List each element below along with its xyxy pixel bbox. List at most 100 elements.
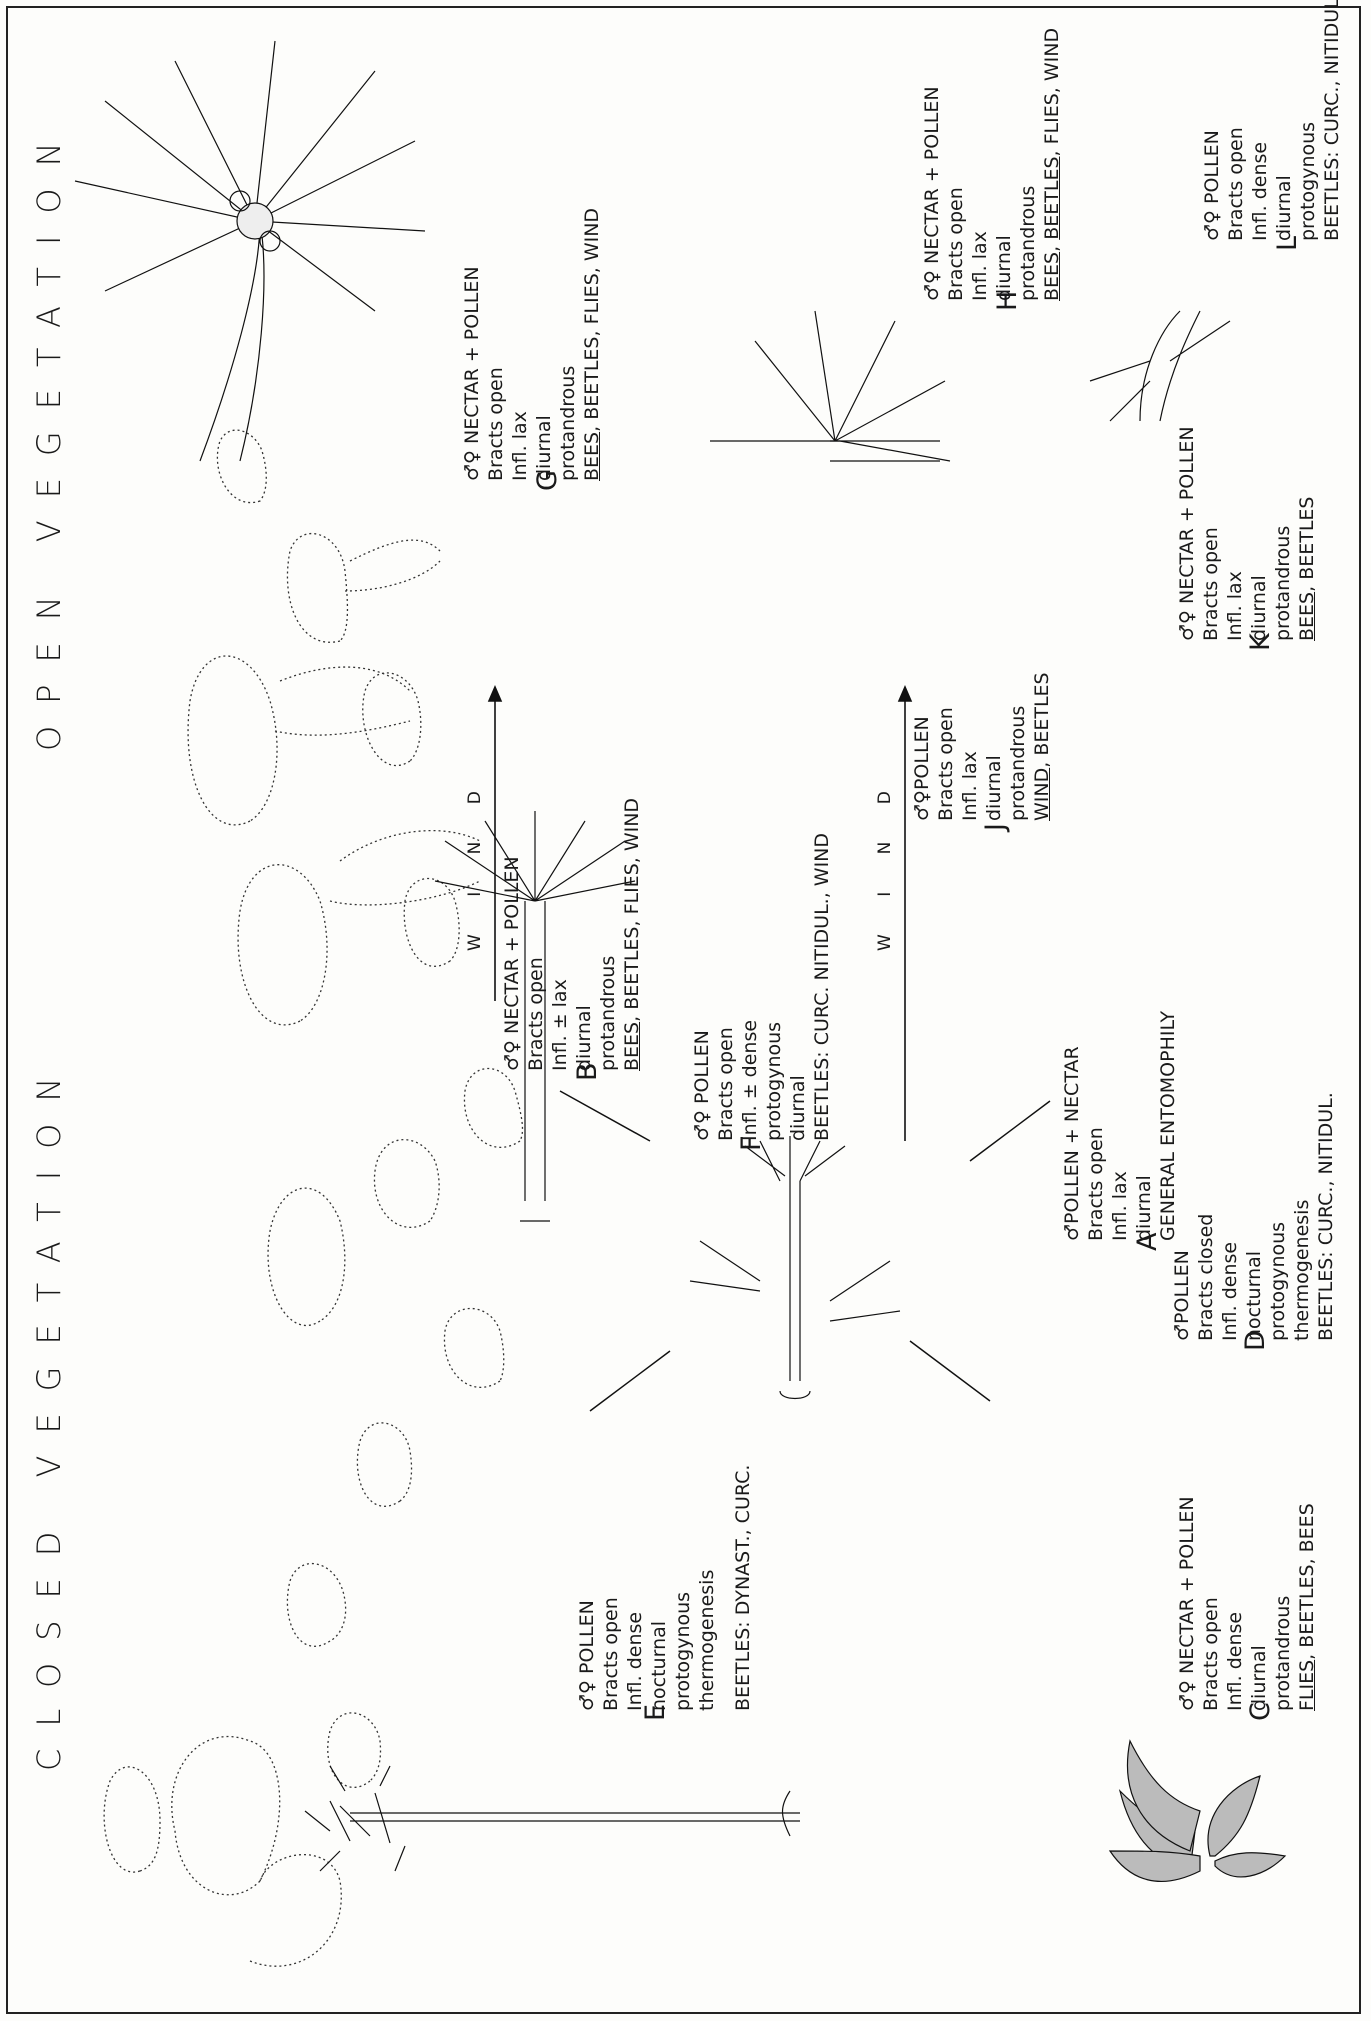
text-block-g: ♂︎♀︎ NECTAR + POLLEN Bracts open Infl. l… <box>460 208 604 481</box>
k-rest: , BEETLES <box>1296 497 1318 592</box>
h-line-2: Bracts open <box>944 28 968 301</box>
e-line-2: Bracts open <box>599 1465 623 1711</box>
letter-a: A <box>1132 1233 1163 1251</box>
c-line-5: protandrous <box>1271 1496 1295 1711</box>
l-line-3: Infl. dense <box>1248 0 1272 241</box>
l-line-5: protogynous <box>1296 0 1320 241</box>
text-block-a: ♂︎POLLEN + NECTAR Bracts open Infl. lax … <box>1060 1011 1180 1241</box>
g-line-2: Bracts open <box>484 208 508 481</box>
wind-label-bottom: W I N D <box>875 775 895 951</box>
k-line-2: Bracts open <box>1199 426 1223 641</box>
g-line-3: Infl. lax <box>508 208 532 481</box>
a-line-4: diurnal <box>1132 1011 1156 1241</box>
palm-g <box>75 41 425 461</box>
f-line-1: ♂︎♀︎ POLLEN <box>690 833 714 1141</box>
h-mid: , <box>1041 240 1063 252</box>
k-line-5: protandrous <box>1271 426 1295 641</box>
letter-b: B <box>572 1062 603 1081</box>
letter-e: E <box>640 1704 671 1721</box>
j-rest: , BEETLES <box>1031 672 1053 767</box>
j-line-4: diurnal <box>982 672 1006 821</box>
c-line-4: diurnal <box>1247 1496 1271 1711</box>
d-line-2: Bracts closed <box>1194 1092 1218 1341</box>
g-underlined: BEES <box>581 432 603 481</box>
b-line-5: protandrous <box>596 798 620 1071</box>
j-line-6: WIND, BEETLES <box>1030 672 1054 821</box>
background-trees-outline <box>104 430 522 1966</box>
letter-l: L <box>1272 236 1303 251</box>
a-line-1: ♂︎POLLEN + NECTAR <box>1060 1011 1084 1241</box>
d-line-5: protogynous <box>1266 1092 1290 1341</box>
k-line-6: BEES, BEETLES <box>1295 426 1319 641</box>
j-line-5: protandrous <box>1006 672 1030 821</box>
h-underlined-2: BEETLES <box>1041 156 1063 239</box>
text-block-h: ♂︎♀︎ NECTAR + POLLEN Bracts open Infl. l… <box>920 28 1064 301</box>
wind-label-top: W I N D <box>465 775 485 951</box>
f-line-2: Bracts open <box>714 833 738 1141</box>
h-line-4: diurnal <box>992 28 1016 301</box>
e-line-5: protogynous <box>671 1465 695 1711</box>
l-line-1: ♂︎♀︎ POLLEN <box>1200 0 1224 241</box>
text-block-e: ♂︎♀︎ POLLEN Bracts open Infl. dense noct… <box>575 1465 755 1711</box>
palm-h <box>710 311 950 461</box>
letter-j: J <box>980 823 1011 831</box>
h-underlined-1: BEES <box>1041 252 1063 301</box>
g-line-4: diurnal <box>532 208 556 481</box>
h-line-6: BEES, BEETLES, FLIES, WIND <box>1040 28 1064 301</box>
b-line-4: diurnal <box>572 798 596 1071</box>
j-line-1: ♂︎♀︎POLLEN <box>910 672 934 821</box>
k-line-4: diurnal <box>1247 426 1271 641</box>
b-underlined: BEES <box>621 1022 643 1071</box>
h-line-1: ♂︎♀︎ NECTAR + POLLEN <box>920 28 944 301</box>
d-line-6: thermogenesis <box>1290 1092 1314 1341</box>
e-line-6: thermogenesis <box>695 1465 719 1711</box>
palm-l <box>1090 311 1230 421</box>
e-line-4: nocturnal <box>647 1465 671 1711</box>
a-line-5: GENERAL ENTOMOPHILY <box>1156 1011 1180 1241</box>
b-rest: , BEETLES, FLIES, WIND <box>621 798 643 1022</box>
d-line-4: nocturnal <box>1242 1092 1266 1341</box>
letter-d: D <box>1240 1330 1271 1351</box>
c-line-6: FLIES, BEETLES, BEES <box>1295 1496 1319 1711</box>
text-block-d: ♂︎POLLEN Bracts closed Infl. dense noctu… <box>1170 1092 1338 1341</box>
c-rest: , BEETLES, BEES <box>1296 1503 1318 1660</box>
a-line-2: Bracts open <box>1084 1011 1108 1241</box>
d-line-7: BEETLES: CURC., NITIDUL. <box>1314 1092 1338 1341</box>
heading-closed-vegetation: CLOSED VEGETATION <box>30 1056 68 1771</box>
letter-g: G <box>532 470 563 491</box>
f-line-3: Infl. ± dense <box>738 833 762 1141</box>
text-block-b: ♂︎♀︎ NECTAR + POLLEN Bracts open Infl. ±… <box>500 798 644 1071</box>
l-line-6: BEETLES: CURC., NITIDUL. <box>1320 0 1344 241</box>
b-line-1: ♂︎♀︎ NECTAR + POLLEN <box>500 798 524 1071</box>
j-line-2: Bracts open <box>934 672 958 821</box>
palm-c <box>1110 1741 1285 1881</box>
text-block-c: ♂︎♀︎ NECTAR + POLLEN Bracts open Infl. d… <box>1175 1496 1319 1711</box>
j-line-3: Infl. lax <box>958 672 982 821</box>
d-line-3: Infl. dense <box>1218 1092 1242 1341</box>
letter-f: F <box>736 1135 767 1151</box>
e-line-3: Infl. dense <box>623 1465 647 1711</box>
h-rest: , FLIES, WIND <box>1041 28 1063 157</box>
letter-h: H <box>992 291 1023 311</box>
k-underlined: BEES <box>1296 592 1318 641</box>
palm-d <box>690 1136 900 1399</box>
h-line-3: Infl. lax <box>968 28 992 301</box>
g-line-6: BEES, BEETLES, FLIES, WIND <box>580 208 604 481</box>
j-underlined: WIND <box>1031 768 1053 821</box>
h-line-5: protandrous <box>1016 28 1040 301</box>
c-line-2: Bracts open <box>1199 1496 1223 1711</box>
a-line-3: Infl. lax <box>1108 1011 1132 1241</box>
text-block-j: ♂︎♀︎POLLEN Bracts open Infl. lax diurnal… <box>910 672 1054 821</box>
c-line-1: ♂︎♀︎ NECTAR + POLLEN <box>1175 1496 1199 1711</box>
letter-k: K <box>1245 633 1276 651</box>
text-block-l: ♂︎♀︎ POLLEN Bracts open Infl. dense diur… <box>1200 0 1344 241</box>
e-line-7: BEETLES: DYNAST., CURC. <box>731 1465 755 1711</box>
f-line-5: diurnal <box>786 833 810 1141</box>
palm-e <box>305 1766 800 1871</box>
c-underlined: FLIES <box>1296 1660 1318 1711</box>
text-block-f: ♂︎♀︎ POLLEN Bracts open Infl. ± dense pr… <box>690 833 834 1141</box>
f-line-4: protogynous <box>762 833 786 1141</box>
g-line-1: ♂︎♀︎ NECTAR + POLLEN <box>460 208 484 481</box>
